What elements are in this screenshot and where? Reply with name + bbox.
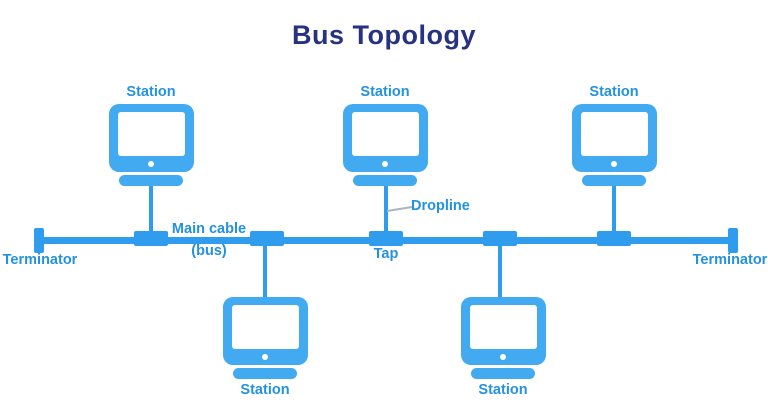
station-label: Station [589, 84, 639, 100]
terminator-right-label: Terminator [692, 252, 768, 268]
monitor-screen [351, 112, 419, 156]
terminator-left-label: Terminator [2, 252, 78, 268]
monitor-base [353, 175, 417, 186]
station-node: Station [215, 297, 315, 399]
main-cable-label: Main cable (bus) [170, 221, 248, 259]
computer-monitor-icon [342, 104, 428, 172]
station-label: Station [360, 84, 410, 100]
monitor-power-dot [262, 354, 268, 360]
tap-label: Tap [373, 246, 399, 262]
main-cable-label-line2: (bus) [191, 243, 227, 259]
terminator-right-bar [728, 228, 738, 253]
dropline [384, 180, 388, 242]
dropline [612, 180, 616, 242]
monitor-base [582, 175, 646, 186]
tap-connector [250, 231, 284, 246]
monitor-screen [580, 112, 648, 156]
main-cable-label-line1: Main cable [171, 221, 247, 237]
station-label: Station [478, 382, 528, 398]
station-node: Station [453, 297, 553, 399]
dropline [149, 180, 153, 242]
station-node: Station [564, 83, 664, 186]
station-label: Station [240, 382, 290, 398]
monitor-power-dot [611, 161, 617, 167]
station-node: Station [101, 83, 201, 186]
monitor-screen [117, 112, 185, 156]
computer-monitor-icon [108, 104, 194, 172]
computer-monitor-icon [571, 104, 657, 172]
monitor-power-dot [500, 354, 506, 360]
monitor-base [119, 175, 183, 186]
dropline-label: Dropline [411, 198, 470, 214]
monitor-base [233, 368, 297, 379]
tap-connector [483, 231, 517, 246]
station-label: Station [126, 84, 176, 100]
station-node: Station [335, 83, 435, 186]
dropline-pointer-line [386, 206, 413, 212]
monitor-base [471, 368, 535, 379]
dropline [498, 241, 502, 298]
dropline [263, 241, 267, 298]
monitor-power-dot [148, 161, 154, 167]
monitor-screen [469, 305, 537, 349]
diagram-title: Bus Topology [292, 20, 476, 50]
monitor-screen [231, 305, 299, 349]
monitor-power-dot [382, 161, 388, 167]
terminator-left-bar [34, 228, 44, 253]
computer-monitor-icon [460, 297, 546, 365]
computer-monitor-icon [222, 297, 308, 365]
